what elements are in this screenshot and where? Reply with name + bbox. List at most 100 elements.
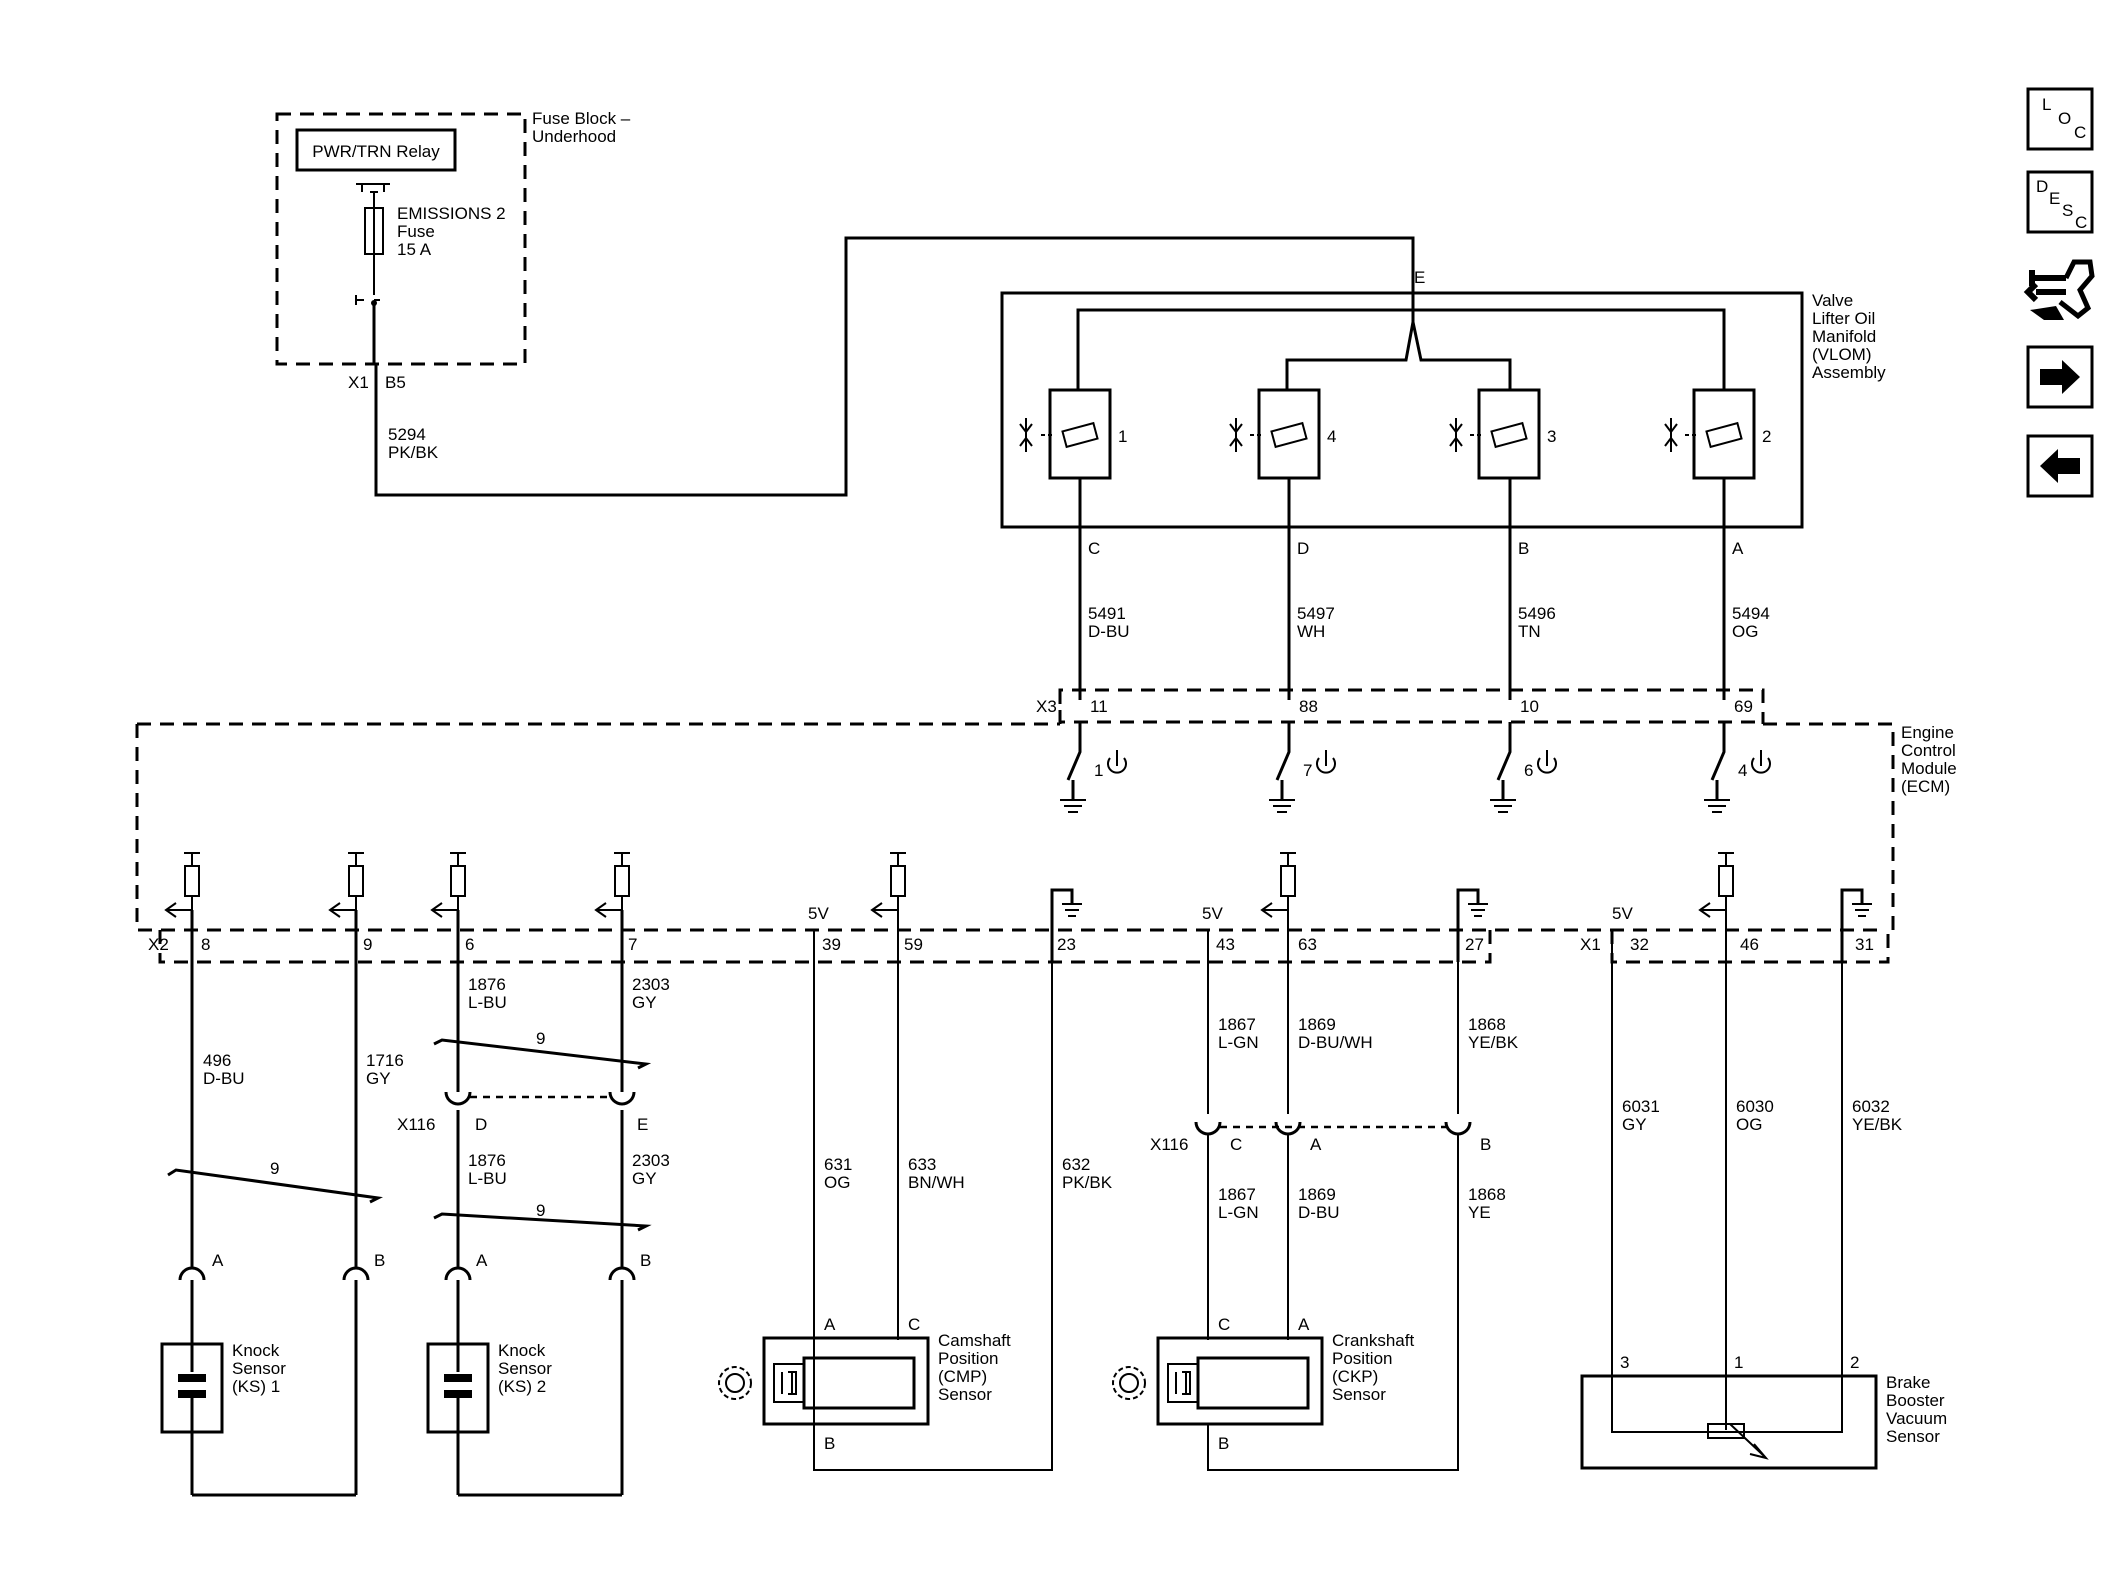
- ks1-circuit-b-num: 1716: [366, 1051, 404, 1070]
- ckp-lower-b-num: 1868: [1468, 1185, 1506, 1204]
- brake-label-2: Booster: [1886, 1391, 1945, 1410]
- desc-letter-c: C: [2075, 213, 2087, 232]
- x2-connector: X2 8 9 6 7 39 59 23 43 63 27: [148, 930, 1492, 964]
- fuse-block: Fuse Block – Underhood PWR/TRN Relay EMI…: [275, 109, 1415, 497]
- x3-connector-label: X3: [1036, 697, 1057, 716]
- connector-end-view-icon: [2023, 270, 2066, 303]
- brake-pin-2: 2: [1850, 1353, 1859, 1372]
- ckp-upper-c-color: L-GN: [1218, 1033, 1259, 1052]
- ks1-label-1: Knock: [232, 1341, 280, 1360]
- ckp-pin-b: B: [1218, 1434, 1229, 1453]
- ks2-circuit-b-color: GY: [632, 993, 657, 1012]
- hall-sensor-icon: [773, 1363, 805, 1403]
- relay-label: PWR/TRN Relay: [312, 142, 440, 161]
- ckp-x116-pin-c: C: [1230, 1135, 1242, 1154]
- ks-x116-pin-d: D: [475, 1115, 487, 1134]
- valve-arrows-icon: [1449, 418, 1463, 452]
- back-button[interactable]: [2026, 434, 2094, 498]
- brake-booster-sensor: 3 1 2 Brake Booster Vacuum Sensor: [1580, 1353, 1947, 1470]
- brake-circuit-1-num: 6030: [1736, 1097, 1774, 1116]
- solenoid-coil-icon: [1490, 421, 1528, 449]
- cmp-circuit-c-color: BN/WH: [908, 1173, 965, 1192]
- knock-sensor-circuits: 496 D-BU 1716 GY 1876 L-BU 2303 GY 1876 …: [167, 910, 670, 1495]
- solenoid-label-3: 3: [1547, 427, 1556, 446]
- vlom-circuit-4-color: OG: [1732, 622, 1758, 641]
- cmp-5v-label: 5V: [808, 904, 829, 923]
- ckp-label-4: Sensor: [1332, 1385, 1386, 1404]
- signal-arrow-icon: [1698, 902, 1726, 918]
- ckp-label-1: Crankshaft: [1332, 1331, 1414, 1350]
- solenoid-label-1: 1: [1118, 427, 1127, 446]
- ecm-module: Engine Control Module (ECM) X3 11 88 10 …: [135, 688, 1957, 932]
- valve-arrows-icon: [1229, 418, 1243, 452]
- brake-circuit-1-color: OG: [1736, 1115, 1762, 1134]
- forward-button[interactable]: [2026, 345, 2094, 409]
- ckp-5v-label: 5V: [1202, 904, 1223, 923]
- cmp-circuit-b-color: PK/BK: [1062, 1173, 1113, 1192]
- fuse-label-2: Fuse: [397, 222, 435, 241]
- ecm-title-4: (ECM): [1901, 777, 1950, 796]
- vlom-circuit-3-color: TN: [1518, 622, 1541, 641]
- solenoid-1: 1: [1019, 388, 1127, 700]
- twist-label-3: 9: [536, 1201, 545, 1220]
- ckp-upper-c-num: 1867: [1218, 1015, 1256, 1034]
- hall-sensor-icon: [1167, 1363, 1199, 1403]
- cmp-circuit-b-num: 632: [1062, 1155, 1090, 1174]
- ks2-pin-a: A: [476, 1251, 488, 1270]
- fuse-block-title-1: Fuse Block –: [532, 109, 631, 128]
- ks2-label-1: Knock: [498, 1341, 546, 1360]
- signal-arrow-icon: [594, 902, 622, 918]
- brake-circuit-2-num: 6032: [1852, 1097, 1890, 1116]
- ckp-upper-a-num: 1869: [1298, 1015, 1336, 1034]
- vlom-circuit-1-num: 5491: [1088, 604, 1126, 623]
- ckp-sensor-circuits: 1867 L-GN 1869 D-BU/WH 1868 YE/BK X116 C…: [1150, 910, 1519, 1471]
- fuse-circuit-number: 5294: [388, 425, 426, 444]
- ks2-lower-a-color: L-BU: [468, 1169, 507, 1188]
- ckp-lower-a-color: D-BU: [1298, 1203, 1340, 1222]
- sensor-terminal-icon: [178, 1266, 636, 1281]
- desc-letter-e: E: [2049, 189, 2060, 208]
- ground-icon: [1852, 903, 1872, 917]
- x3-pin-88: 88: [1299, 697, 1318, 716]
- vlom-assembly: E Valve Lifter Oil Manifold (VLOM) Assem…: [1000, 268, 1886, 529]
- loc-button[interactable]: L O C: [2026, 87, 2094, 151]
- ckp-x116-pin-a: A: [1310, 1135, 1322, 1154]
- gear-icon: [1112, 1366, 1146, 1400]
- solenoid-label-4: 4: [1327, 427, 1336, 446]
- ks1-pin-a: A: [212, 1251, 224, 1270]
- driver-1: 1: [1060, 722, 1127, 813]
- brake-label-3: Vacuum: [1886, 1409, 1947, 1428]
- gear-icon: [718, 1366, 752, 1400]
- vlom-pin-a: A: [1732, 539, 1744, 558]
- cmp-sensor: A C B Camshaft Position (CMP) Sensor: [718, 1315, 1011, 1453]
- desc-button[interactable]: D E S C: [2026, 170, 2094, 234]
- twisted-pair-mark: [433, 1038, 652, 1070]
- cmp-circuit-c-num: 633: [908, 1155, 936, 1174]
- vlom-bus-outer: [1076, 308, 1726, 390]
- knock-sensor-2: Knock Sensor (KS) 2: [426, 1341, 622, 1497]
- solenoid-coil-icon: [1705, 421, 1743, 449]
- x1-connector-outline: [1610, 930, 1890, 964]
- ckp-sensor: C A B Crankshaft Position (CKP) Sensor: [1112, 1315, 1414, 1453]
- ckp-label-3: (CKP): [1332, 1367, 1378, 1386]
- ks2-lower-a-num: 1876: [468, 1151, 506, 1170]
- ks-x116-label: X116: [397, 1115, 435, 1134]
- splice-icon: [355, 295, 380, 305]
- vlom-title-3: Manifold: [1812, 327, 1876, 346]
- twisted-pair-mark: [433, 1212, 652, 1232]
- vlom-junction: E: [1414, 268, 1425, 287]
- driver-label-1: 1: [1094, 761, 1103, 780]
- vlom-circuit-2-num: 5497: [1297, 604, 1335, 623]
- valve-arrows-icon: [1019, 418, 1033, 452]
- solenoid-4: 4: [1229, 388, 1336, 700]
- connector-end-view-button[interactable]: [2023, 259, 2095, 320]
- power-icon: [1537, 750, 1557, 774]
- x3-pin-11: 11: [1090, 697, 1108, 716]
- ks2-label-3: (KS) 2: [498, 1377, 546, 1396]
- ckp-label-2: Position: [1332, 1349, 1392, 1368]
- back-arrow-icon: [2040, 449, 2080, 483]
- ckp-lower-b-color: YE: [1468, 1203, 1491, 1222]
- ckp-lower-c-num: 1867: [1218, 1185, 1256, 1204]
- solenoid-2: 2: [1664, 388, 1771, 700]
- solenoid-label-2: 2: [1762, 427, 1771, 446]
